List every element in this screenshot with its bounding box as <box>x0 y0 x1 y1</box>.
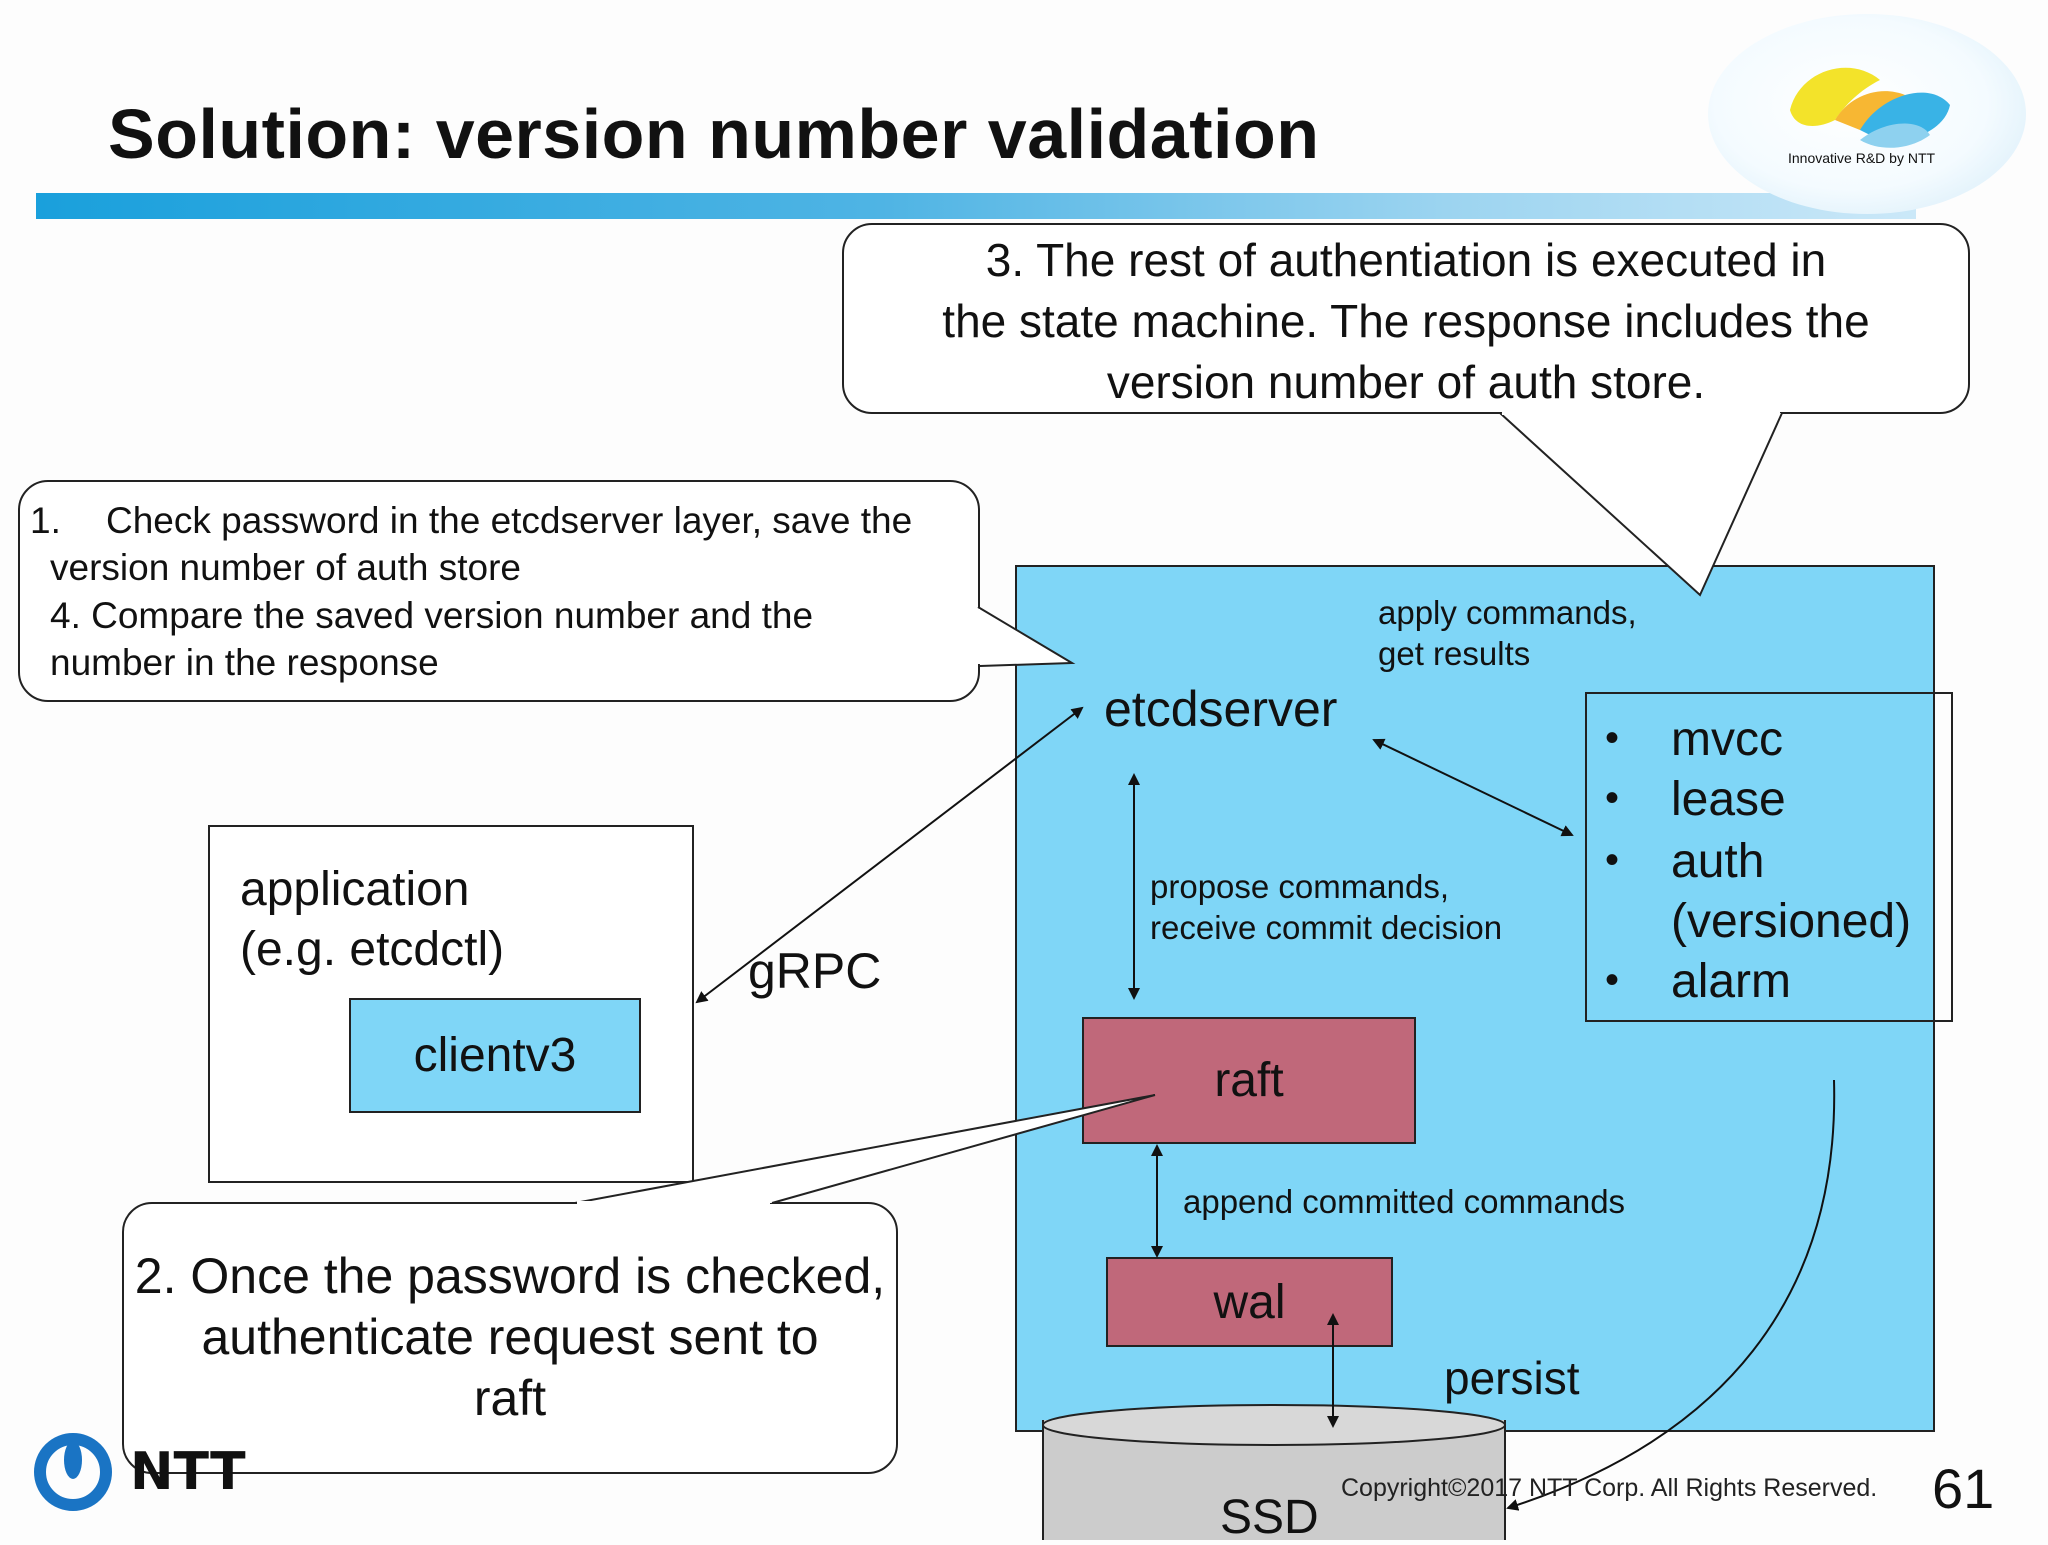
store-item-auth: auth <box>1671 835 1765 888</box>
callout-step-1-number: 1. <box>30 500 61 541</box>
application-label-line: application <box>240 863 470 916</box>
callout-step-4-line: 4. Compare the saved version number and … <box>50 595 814 636</box>
copyright: Copyright©2017 NTT Corp. All Rights Rese… <box>1341 1474 1878 1502</box>
ntt-brand: NTT <box>130 1442 246 1502</box>
callout-step-2-text: 2. Once the password is checked, authent… <box>122 1246 898 1429</box>
raft-label: raft <box>1214 1054 1284 1107</box>
callout-step-2-line: raft <box>473 1370 547 1426</box>
bullet-icon: • <box>1605 776 1620 820</box>
wal-box: wal <box>1106 1257 1393 1347</box>
clientv3-box: clientv3 <box>349 998 641 1113</box>
store-list-box: • mvcc • lease • auth (versioned) • alar… <box>1585 692 1953 1022</box>
application-label-line: (e.g. etcdctl) <box>240 923 505 976</box>
logo-tagline: Innovative R&D by NTT <box>1788 150 1936 166</box>
bullet-icon: • <box>1605 838 1620 882</box>
apply-label-line: get results <box>1378 635 1531 672</box>
store-item-mvcc: mvcc <box>1671 713 1783 766</box>
apply-label-line: apply commands, <box>1378 594 1637 631</box>
callout-step-2 <box>122 1202 898 1474</box>
append-label: append committed commands <box>1183 1183 1626 1220</box>
etcdserver-label: etcdserver <box>1104 681 1338 737</box>
persist-label: persist <box>1444 1352 1580 1404</box>
page-number: 61 <box>1932 1457 1995 1520</box>
raft-box: raft <box>1082 1017 1416 1144</box>
clientv3-label: clientv3 <box>413 1029 577 1082</box>
callout-step-1 <box>18 480 980 702</box>
callout-step-3-line: version number of auth store. <box>1106 356 1706 408</box>
store-item-alarm: alarm <box>1671 955 1792 1008</box>
bullet-icon: • <box>1605 716 1620 760</box>
callout-step-3-line: 3. The rest of authentiation is executed… <box>985 234 1827 286</box>
callout-step-3-text: 3. The rest of authentiation is executed… <box>842 230 1970 413</box>
callout-step-4-line: number in the response <box>50 642 439 683</box>
callout-step-3 <box>842 223 1970 414</box>
propose-label: propose commands, receive commit decisio… <box>1150 866 1502 948</box>
ssd-label: SSD <box>1220 1491 1319 1544</box>
store-item-auth-versioned: (versioned) <box>1671 895 1912 948</box>
propose-label-line: receive commit decision <box>1150 909 1503 946</box>
callout-step-3-line: the state machine. The response includes… <box>942 295 1870 347</box>
wal-label: wal <box>1213 1275 1286 1329</box>
callout-step-1-line: Check password in the etcdserver layer, … <box>106 500 913 541</box>
callout-step-2-line: authenticate request sent to <box>201 1309 819 1365</box>
application-label: application (e.g. etcdctl) <box>240 860 504 980</box>
bullet-icon: • <box>1605 958 1620 1002</box>
callout-step-2-line: 2. Once the password is checked, <box>134 1248 886 1304</box>
grpc-label: gRPC <box>748 943 882 999</box>
page-title: Solution: version number validation <box>108 95 1320 173</box>
store-item-lease: lease <box>1671 773 1786 826</box>
logo-badge <box>1708 14 2026 214</box>
callout-step-1-line: version number of auth store <box>50 547 521 588</box>
apply-label: apply commands, get results <box>1378 592 1637 674</box>
header-bar <box>36 193 1916 219</box>
propose-label-line: propose commands, <box>1150 868 1449 905</box>
